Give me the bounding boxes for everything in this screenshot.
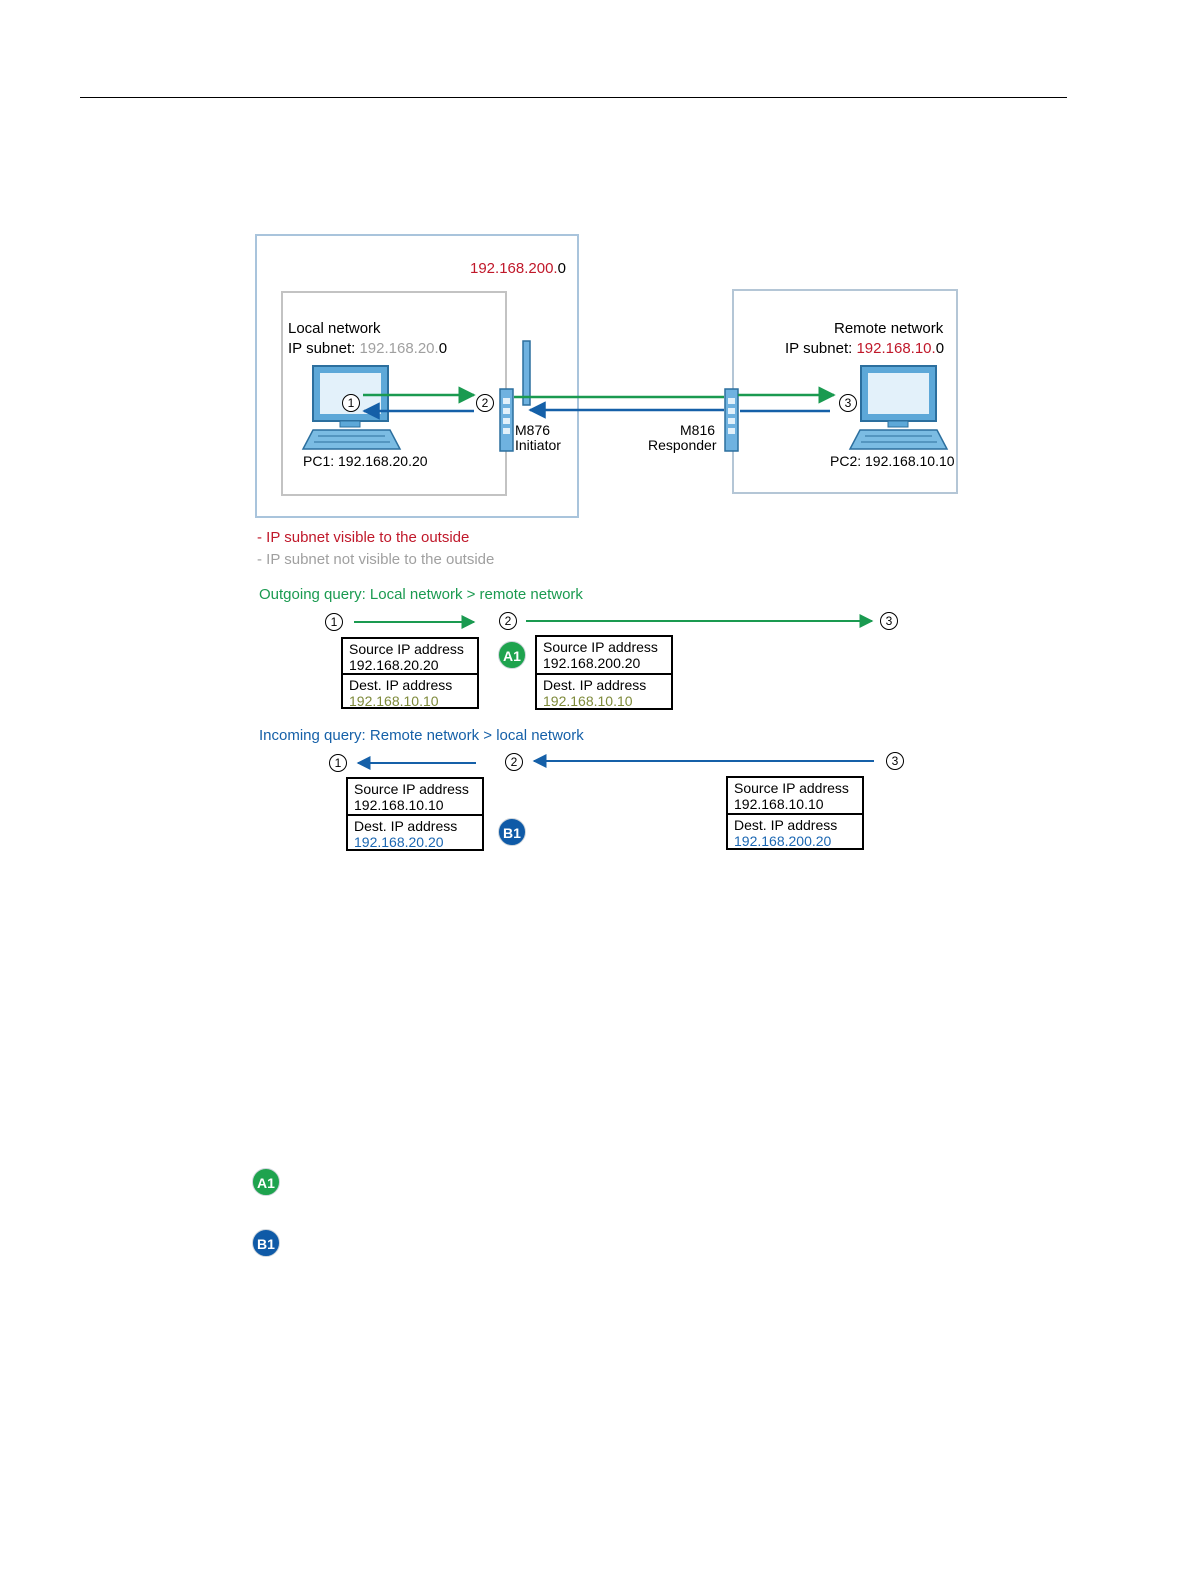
- incoming-title: Incoming query: Remote network > local n…: [259, 727, 584, 744]
- dest-value: 192.168.200.20: [734, 833, 832, 849]
- source-label: Source IP address: [354, 781, 469, 797]
- outgoing-marker-3: 3: [880, 612, 898, 630]
- m876-router-icon: [499, 340, 531, 452]
- dest-value: 192.168.10.10: [543, 692, 633, 709]
- packet-source: Source IP address 192.168.20.20: [343, 639, 477, 673]
- packet-dest: Dest. IP address 192.168.20.20: [348, 814, 482, 850]
- incoming-packet-1: Source IP address 192.168.10.10 Dest. IP…: [346, 777, 484, 851]
- source-value: 192.168.200.20: [543, 655, 641, 671]
- marker-1: 1: [342, 394, 360, 412]
- a1-badge: A1: [498, 641, 526, 669]
- marker-3: 3: [839, 394, 857, 412]
- pc1-label: PC1: 192.168.20.20: [303, 453, 428, 469]
- footnote-b1-badge: B1: [252, 1229, 280, 1257]
- m876-model-label: M876: [515, 422, 551, 438]
- local-subnet-suffix: 0: [438, 340, 448, 357]
- m816-router-icon: [724, 388, 739, 452]
- pc2-computer-icon: [848, 365, 949, 450]
- remote-subnet-caption: IP subnet:: [785, 340, 857, 357]
- outgoing-marker-2: 2: [499, 612, 517, 630]
- remote-subnet-suffix: 0: [935, 340, 945, 357]
- dest-label: Dest. IP address: [349, 677, 453, 693]
- packet-dest: Dest. IP address 192.168.10.10: [343, 673, 477, 709]
- remote-subnet-label: IP subnet: 192.168.10.0: [785, 339, 944, 358]
- incoming-packet-2: Source IP address 192.168.10.10 Dest. IP…: [726, 776, 864, 850]
- local-network-title: Local network: [288, 320, 381, 337]
- m816-role-label: Responder: [648, 437, 717, 453]
- source-label: Source IP address: [734, 780, 849, 796]
- header-rule: [80, 97, 1067, 98]
- local-subnet-prefix: 192.168.20.: [359, 340, 439, 357]
- dest-value: 192.168.10.10: [349, 693, 439, 709]
- packet-dest: Dest. IP address 192.168.200.20: [728, 813, 862, 849]
- m876-role-label: Initiator: [515, 437, 561, 453]
- packet-source: Source IP address 192.168.10.10: [728, 778, 862, 813]
- remote-subnet-prefix: 192.168.10.: [856, 340, 936, 357]
- outgoing-title: Outgoing query: Local network > remote n…: [259, 586, 583, 603]
- packet-dest: Dest. IP address 192.168.10.10: [537, 672, 671, 709]
- remote-network-title: Remote network: [834, 320, 944, 337]
- wan-subnet-box: [255, 234, 579, 518]
- packet-source: Source IP address 192.168.10.10: [348, 779, 482, 814]
- marker-2: 2: [476, 394, 494, 412]
- dest-label: Dest. IP address: [734, 817, 838, 833]
- local-subnet-label: IP subnet: 192.168.20.0: [288, 339, 447, 358]
- incoming-marker-3: 3: [886, 752, 904, 770]
- dest-value: 192.168.20.20: [354, 834, 444, 850]
- source-value: 192.168.10.10: [734, 796, 824, 812]
- source-label: Source IP address: [349, 641, 464, 657]
- incoming-marker-2: 2: [505, 753, 523, 771]
- b1-badge: B1: [498, 818, 526, 846]
- outgoing-packet-2: Source IP address 192.168.200.20 Dest. I…: [535, 635, 673, 710]
- source-label: Source IP address: [543, 639, 658, 655]
- packet-source: Source IP address 192.168.200.20: [537, 637, 671, 673]
- local-subnet-caption: IP subnet:: [288, 340, 360, 357]
- dest-label: Dest. IP address: [354, 818, 458, 834]
- outgoing-marker-1: 1: [325, 613, 343, 631]
- source-value: 192.168.20.20: [349, 657, 439, 673]
- wan-subnet-prefix: 192.168.200.: [470, 260, 558, 277]
- legend-visible: - IP subnet visible to the outside: [257, 529, 470, 546]
- dest-label: Dest. IP address: [543, 676, 647, 693]
- wan-subnet-label: 192.168.200.0: [470, 259, 566, 278]
- legend-not-visible: - IP subnet not visible to the outside: [257, 551, 495, 568]
- footnote-a1-badge: A1: [252, 1168, 280, 1196]
- incoming-marker-1: 1: [329, 754, 347, 772]
- pc2-label: PC2: 192.168.10.10: [830, 453, 955, 469]
- m816-model-label: M816: [680, 422, 716, 438]
- wan-subnet-suffix: 0: [557, 260, 566, 277]
- outgoing-packet-1: Source IP address 192.168.20.20 Dest. IP…: [341, 637, 479, 709]
- source-value: 192.168.10.10: [354, 797, 444, 813]
